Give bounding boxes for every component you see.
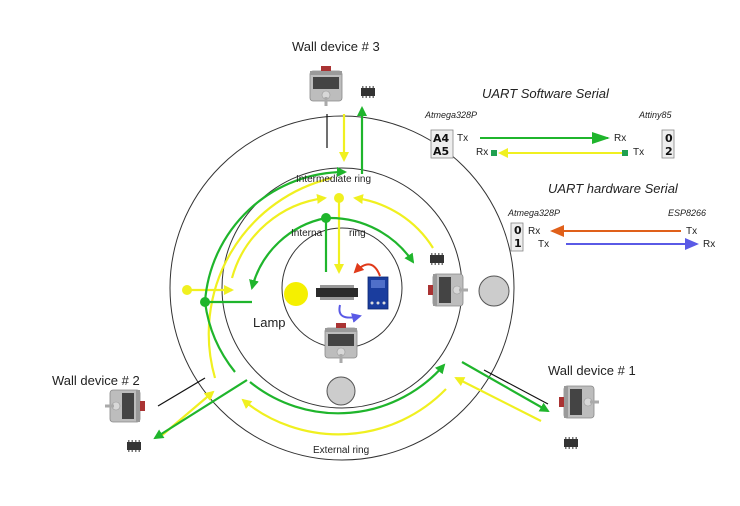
uart-hw-left-pinbox <box>510 222 524 252</box>
bottom-wheel-icon <box>326 376 356 406</box>
wall1-chip-icon <box>564 437 578 449</box>
yellow-junction-top <box>334 193 344 203</box>
center-stepper-motor-icon <box>324 322 358 364</box>
wall3-label: Wall device # 3 <box>292 39 380 54</box>
lamp-icon <box>284 282 308 306</box>
uart-hw-row1-left: Rx <box>528 226 540 237</box>
uart-sw-row1-right: Rx <box>614 133 626 144</box>
uart-software-panel: UART Software Serial Atmega328P Attiny85… <box>424 86 675 159</box>
uart-sw-row2-left: Rx <box>476 147 488 158</box>
uart-sw-left-chip: Atmega328P <box>424 110 477 120</box>
green-external-bottom-arrow <box>249 363 446 415</box>
right-wheel-icon <box>478 275 510 307</box>
uart-hw-left-pin-0: 0 <box>514 224 522 237</box>
right-stepper-motor-icon <box>427 273 469 307</box>
uart-hw-row2-left: Tx <box>538 239 549 250</box>
uart-sw-right-chip: Attiny85 <box>638 110 673 120</box>
uart-sw-left-pin-1: A5 <box>433 145 449 158</box>
uart-hw-row1-right: Tx <box>686 226 697 237</box>
uart-hw-right-chip: ESP8266 <box>668 208 706 218</box>
uart-sw-right-pinbox <box>661 129 675 159</box>
atmega-chip-icon <box>316 285 358 300</box>
intermediate-ring-label: Intermediate ring <box>296 174 371 185</box>
yellow-external-bottom-arrow <box>241 388 447 436</box>
internal-ring-label-right: ring <box>349 228 366 239</box>
uart-sw-right-pin-1: 2 <box>665 145 673 158</box>
yellow-wall1-arrow <box>454 377 542 422</box>
right-chip-icon <box>430 253 444 265</box>
wall2-label: Wall device # 2 <box>52 373 140 388</box>
uart-sw-row1-left: Tx <box>457 133 468 144</box>
uart-software-title: UART Software Serial <box>482 86 610 101</box>
uart-sw-tx-endpoint <box>622 150 628 156</box>
uart-sw-left-pinbox <box>430 129 454 159</box>
blue-curved-arrow <box>338 304 362 323</box>
wall2-chip-icon <box>127 440 141 452</box>
green-wall2-arrow <box>153 379 248 440</box>
external-ring-label: External ring <box>313 445 369 456</box>
uart-hardware-panel: UART hardware Serial Atmega328P ESP8266 … <box>507 181 715 252</box>
yellow-junction-left <box>182 285 192 295</box>
wall2-stepper-motor-icon <box>104 389 146 423</box>
green-internal-right-arrow <box>329 216 415 264</box>
wall2-connector <box>157 377 206 407</box>
uart-sw-rx-endpoint <box>491 150 497 156</box>
esp8266-module-icon <box>367 276 389 310</box>
wall3-chip-icon <box>361 86 375 98</box>
green-paths <box>153 106 550 440</box>
uart-hardware-title: UART hardware Serial <box>548 181 679 196</box>
uart-sw-row2-right: Tx <box>633 147 644 158</box>
wall1-stepper-motor-icon <box>558 385 600 419</box>
green-junction-left <box>200 297 210 307</box>
green-left-long-arc <box>203 301 236 373</box>
uart-hw-row2-right: Rx <box>703 239 715 250</box>
uart-hw-left-pin-1: 1 <box>514 237 522 250</box>
green-intermediate-arrow <box>203 166 347 303</box>
green-internal-left-arrow <box>249 216 327 290</box>
yellow-intermediate-right-arrow <box>353 194 434 249</box>
green-wall1-arrow <box>461 361 550 412</box>
uart-sw-left-pin-0: A4 <box>433 132 450 145</box>
yellow-intermediate-left-arrow <box>230 193 327 279</box>
internal-ring-label-left: Interna <box>291 228 323 239</box>
uart-sw-right-pin-0: 0 <box>665 132 673 145</box>
lamp-label: Lamp <box>253 315 286 330</box>
red-curved-arrow <box>353 262 381 277</box>
yellow-external-left-arc <box>207 176 333 379</box>
wall3-stepper-motor-icon <box>309 65 343 107</box>
wall1-connector <box>483 369 549 405</box>
external-ring <box>169 115 515 461</box>
wall1-label: Wall device # 1 <box>548 363 636 378</box>
uart-hw-left-chip: Atmega328P <box>507 208 560 218</box>
green-junction-top <box>321 213 331 223</box>
